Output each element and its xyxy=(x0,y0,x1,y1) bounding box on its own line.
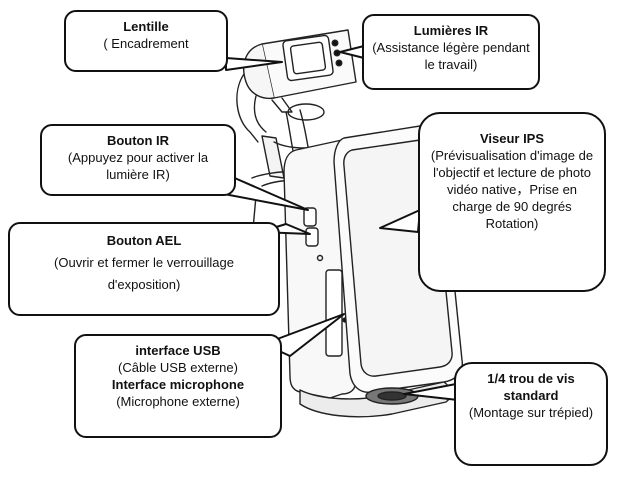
viewfinder-title: Viseur IPS xyxy=(479,131,545,146)
ir-light-dot xyxy=(333,49,341,57)
lens-title: Lentille xyxy=(123,19,169,34)
screw-title: 1/4 trou de vis standard xyxy=(487,371,575,403)
ael-button-callout: Bouton AEL (Ouvrir et fermer le verrouil… xyxy=(8,222,280,316)
ir-light-dot xyxy=(331,39,339,47)
usb-port-cover xyxy=(325,269,343,357)
lens-callout: Lentille ( Encadrement xyxy=(64,10,228,72)
mic-desc: (Microphone externe) xyxy=(116,394,240,409)
ir-button-title: Bouton IR xyxy=(106,133,170,148)
ael-button-desc: (Ouvrir et fermer le verrouillage d'expo… xyxy=(54,255,234,292)
lens-frame xyxy=(282,34,334,82)
viewfinder-desc: (Prévisualisation d'image de l'objectif … xyxy=(430,148,594,231)
ael-button-shape xyxy=(305,227,319,247)
viewfinder-callout: Viseur IPS (Prévisualisation d'image de … xyxy=(418,112,606,292)
ir-button-callout: Bouton IR (Appuyez pour activer la lumiè… xyxy=(40,124,236,196)
usb-callout: interface USB (Câble USB externe) Interf… xyxy=(74,334,282,438)
lens-desc: ( Encadrement xyxy=(103,36,189,51)
ir-button-shape xyxy=(303,207,317,227)
ael-button-title: Bouton AEL xyxy=(106,233,182,248)
screw-callout: 1/4 trou de vis standard (Montage sur tr… xyxy=(454,362,608,466)
ir-lights-title: Lumières IR xyxy=(413,23,489,38)
usb-title: interface USB xyxy=(135,343,221,358)
ir-lights-callout: Lumières IR (Assistance légère pendant l… xyxy=(362,14,540,90)
screw-desc: (Montage sur trépied) xyxy=(468,405,594,420)
ir-button-desc: (Appuyez pour activer la lumière IR) xyxy=(67,150,209,182)
ir-lights-desc: (Assistance légère pendant le travail) xyxy=(372,40,530,72)
mic-title: Interface microphone xyxy=(111,377,245,392)
usb-desc: (Câble USB externe) xyxy=(118,360,238,375)
ir-light-dot xyxy=(335,59,343,67)
